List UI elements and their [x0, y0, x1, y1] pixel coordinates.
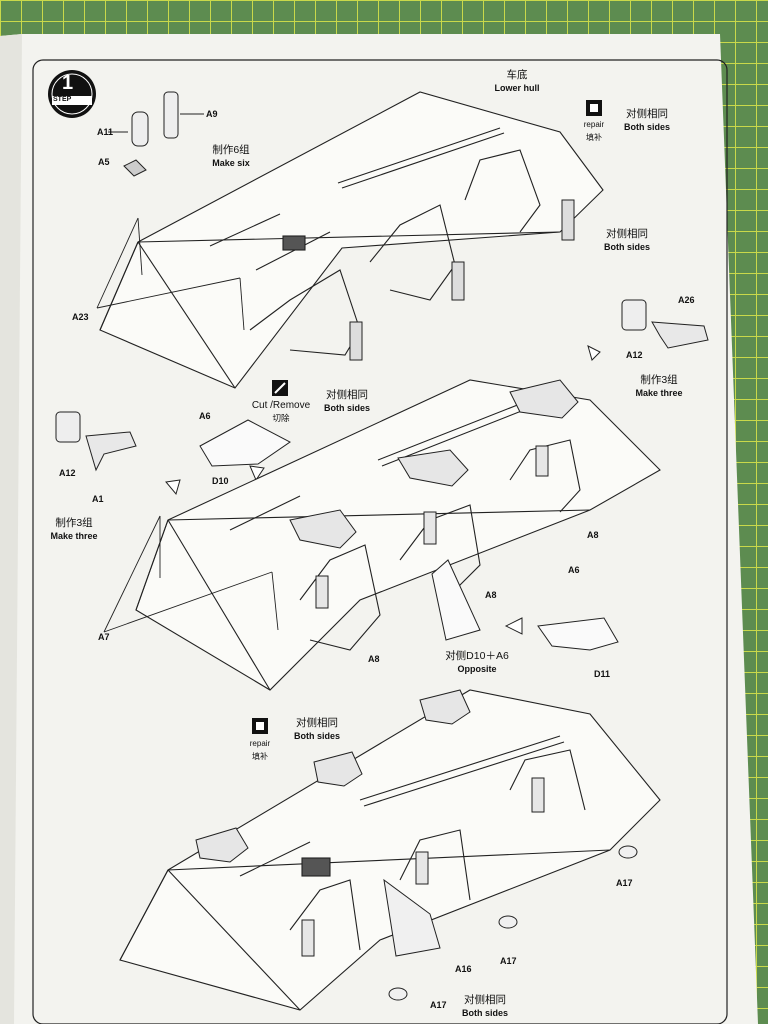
note-both-bottom-zh: 对侧相同	[464, 994, 506, 1006]
lower-hull-bottom	[119, 689, 661, 1011]
cut-remove-icon	[272, 380, 288, 396]
label-a17-right: A17	[616, 878, 633, 888]
note-make-three-right: 制作3组 Make three	[624, 374, 694, 400]
note-cut-remove-zh: 切除	[272, 413, 290, 423]
part-a9-a11	[123, 91, 179, 177]
note-repair-bottom-zh: 填补	[252, 752, 268, 761]
step-number: 1	[62, 72, 74, 94]
note-make-six: 制作6组 Make six	[196, 144, 266, 170]
part-a12-a26-right	[621, 299, 709, 349]
label-a26: A26	[678, 295, 695, 305]
hull3-suspension	[195, 689, 545, 957]
hull2-suspension	[289, 379, 579, 609]
note-both-upper-mid-en: Both sides	[603, 242, 650, 252]
note-make-three-left-zh: 制作3组	[55, 517, 93, 529]
label-a23: A23	[72, 312, 89, 322]
note-both-top: 对侧相同 Both sides	[612, 108, 682, 134]
note-both-top-zh: 对侧相同	[626, 108, 668, 120]
repair-icon	[252, 718, 268, 734]
label-a16: A16	[455, 964, 472, 974]
label-a17-mid: A17	[500, 956, 517, 966]
note-repair-top-en: repair	[583, 120, 605, 129]
note-opposite-en: Opposite	[457, 664, 497, 674]
note-cut-remove: Cut /Remove 切除	[248, 399, 314, 425]
label-d11: D11	[594, 669, 611, 679]
note-repair-bottom-en: repair	[249, 739, 271, 748]
note-both-cut-zh: 对侧相同	[326, 389, 368, 401]
label-a12-left: A12	[59, 468, 76, 478]
label-a8-center: A8	[485, 590, 497, 600]
label-a11: A11	[97, 127, 114, 137]
label-a6-right: A6	[568, 565, 580, 575]
note-both-upper-mid-zh: 对侧相同	[606, 228, 648, 240]
note-lower-hull-zh: 车底	[506, 69, 528, 81]
arrow-icon	[165, 345, 601, 635]
note-repair-top-zh: 填补	[586, 133, 602, 142]
hull1-springs	[349, 199, 575, 361]
label-a8-mid: A8	[368, 654, 380, 664]
label-a12-right: A12	[626, 350, 643, 360]
lower-hull-middle	[135, 379, 661, 691]
note-both-upper-mid: 对侧相同 Both sides	[592, 228, 662, 254]
note-make-six-zh: 制作6组	[212, 144, 250, 156]
note-opposite: 对侧D10＋A6 Opposite	[432, 650, 522, 676]
note-both-top-en: Both sides	[623, 122, 670, 132]
part-a17-set	[383, 845, 638, 1001]
step-word: STEP	[53, 96, 72, 103]
note-make-six-en: Make six	[212, 158, 250, 168]
label-a7: A7	[98, 632, 110, 642]
repair-icon	[586, 100, 602, 116]
note-both-cut: 对侧相同 Both sides	[312, 389, 382, 415]
label-d10: D10	[212, 476, 229, 486]
note-both-cut-en: Both sides	[323, 403, 370, 413]
note-lower-hull-en: Lower hull	[494, 83, 540, 93]
label-a6-top: A6	[199, 411, 211, 421]
step-badge-icon	[48, 70, 96, 118]
label-a5: A5	[98, 157, 110, 167]
label-a8-right: A8	[587, 530, 599, 540]
note-both-bottom-en: Both sides	[461, 1008, 508, 1018]
label-a17-bottom: A17	[430, 1000, 447, 1010]
note-both-bottom-mid: 对侧相同 Both sides	[282, 717, 352, 743]
note-make-three-left: 制作3组 Make three	[36, 517, 112, 543]
note-repair-bottom: repair 填补	[238, 737, 282, 763]
note-opposite-zh: 对侧D10＋A6	[445, 650, 509, 662]
note-both-bottom: 对侧相同 Both sides	[450, 994, 520, 1020]
label-a1: A1	[92, 494, 104, 504]
note-both-bottom-mid-zh: 对侧相同	[296, 717, 338, 729]
part-d10-plate	[199, 419, 619, 651]
part-a12-a1-left	[55, 411, 137, 472]
label-a9: A9	[206, 109, 218, 119]
step-frame	[32, 59, 728, 1024]
note-make-three-left-en: Make three	[50, 531, 98, 541]
note-lower-hull: 车底 Lower hull	[482, 69, 552, 95]
note-make-three-right-en: Make three	[635, 388, 683, 398]
note-repair-top: repair 填补	[570, 118, 618, 144]
note-make-three-right-zh: 制作3组	[640, 374, 678, 386]
lower-hull-top	[99, 91, 604, 389]
note-cut-remove-en: Cut /Remove	[251, 400, 311, 411]
note-both-bottom-mid-en: Both sides	[293, 731, 340, 741]
